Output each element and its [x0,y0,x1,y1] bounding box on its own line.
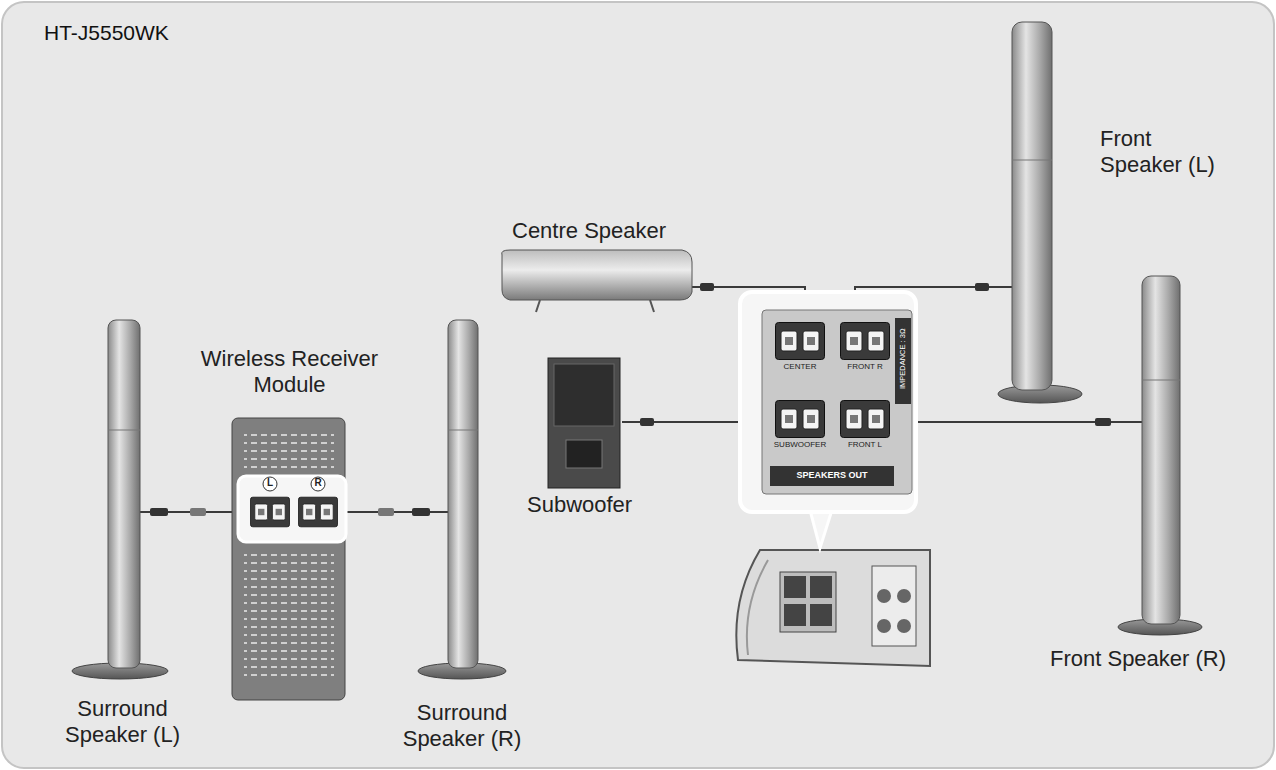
subwoofer [548,358,620,488]
surround-speaker-left [72,320,168,679]
main-unit [736,550,930,666]
panel-heading: SPEAKERS OUT [770,470,894,481]
module-label: Wireless Receiver Module [192,346,387,399]
front-speaker-right [1118,276,1202,635]
speaker-label: Front Speaker (R) [1050,646,1260,672]
terminal-name: SUBWOOFER [770,440,830,450]
terminal-name: FRONT L [835,440,895,450]
wireless-receiver-module [232,418,346,700]
speaker-label: Surround Speaker (L) [55,696,190,749]
terminal-callout [740,292,916,548]
terminal-letter: R [311,477,325,489]
impedance-note: IMPEDANCE : 3Ω [899,319,907,399]
terminal-letter: L [263,477,277,489]
terminal-name: FRONT R [835,362,895,372]
front-speaker-left [998,22,1082,403]
model-title: HT-J5550WK [44,20,169,45]
terminal-name: CENTER [770,362,830,372]
surround-speaker-right [418,320,506,679]
speaker-label: Surround Speaker (R) [392,700,532,753]
speaker-label: Centre Speaker [512,218,702,244]
speaker-label: Front Speaker (L) [1100,126,1225,179]
centre-speaker [502,250,692,312]
speaker-label: Subwoofer [527,492,647,518]
